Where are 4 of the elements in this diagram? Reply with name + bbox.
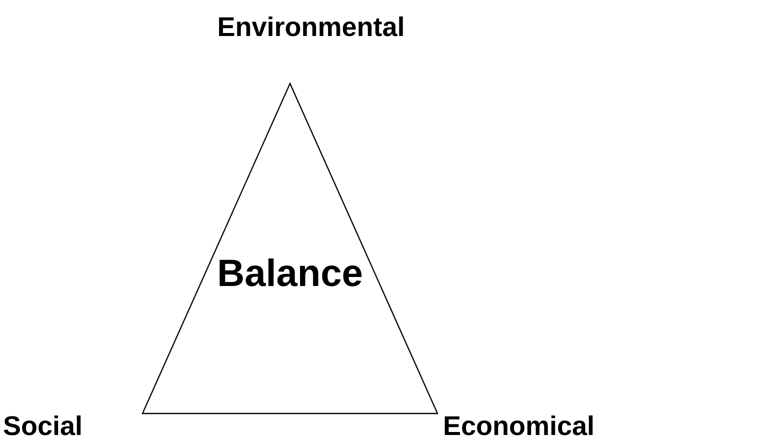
corner-label: Environmental: [217, 12, 405, 43]
center-label: Balance: [216, 253, 364, 296]
corner-label: Social: [3, 411, 83, 442]
corner-label: Economical: [443, 411, 595, 442]
